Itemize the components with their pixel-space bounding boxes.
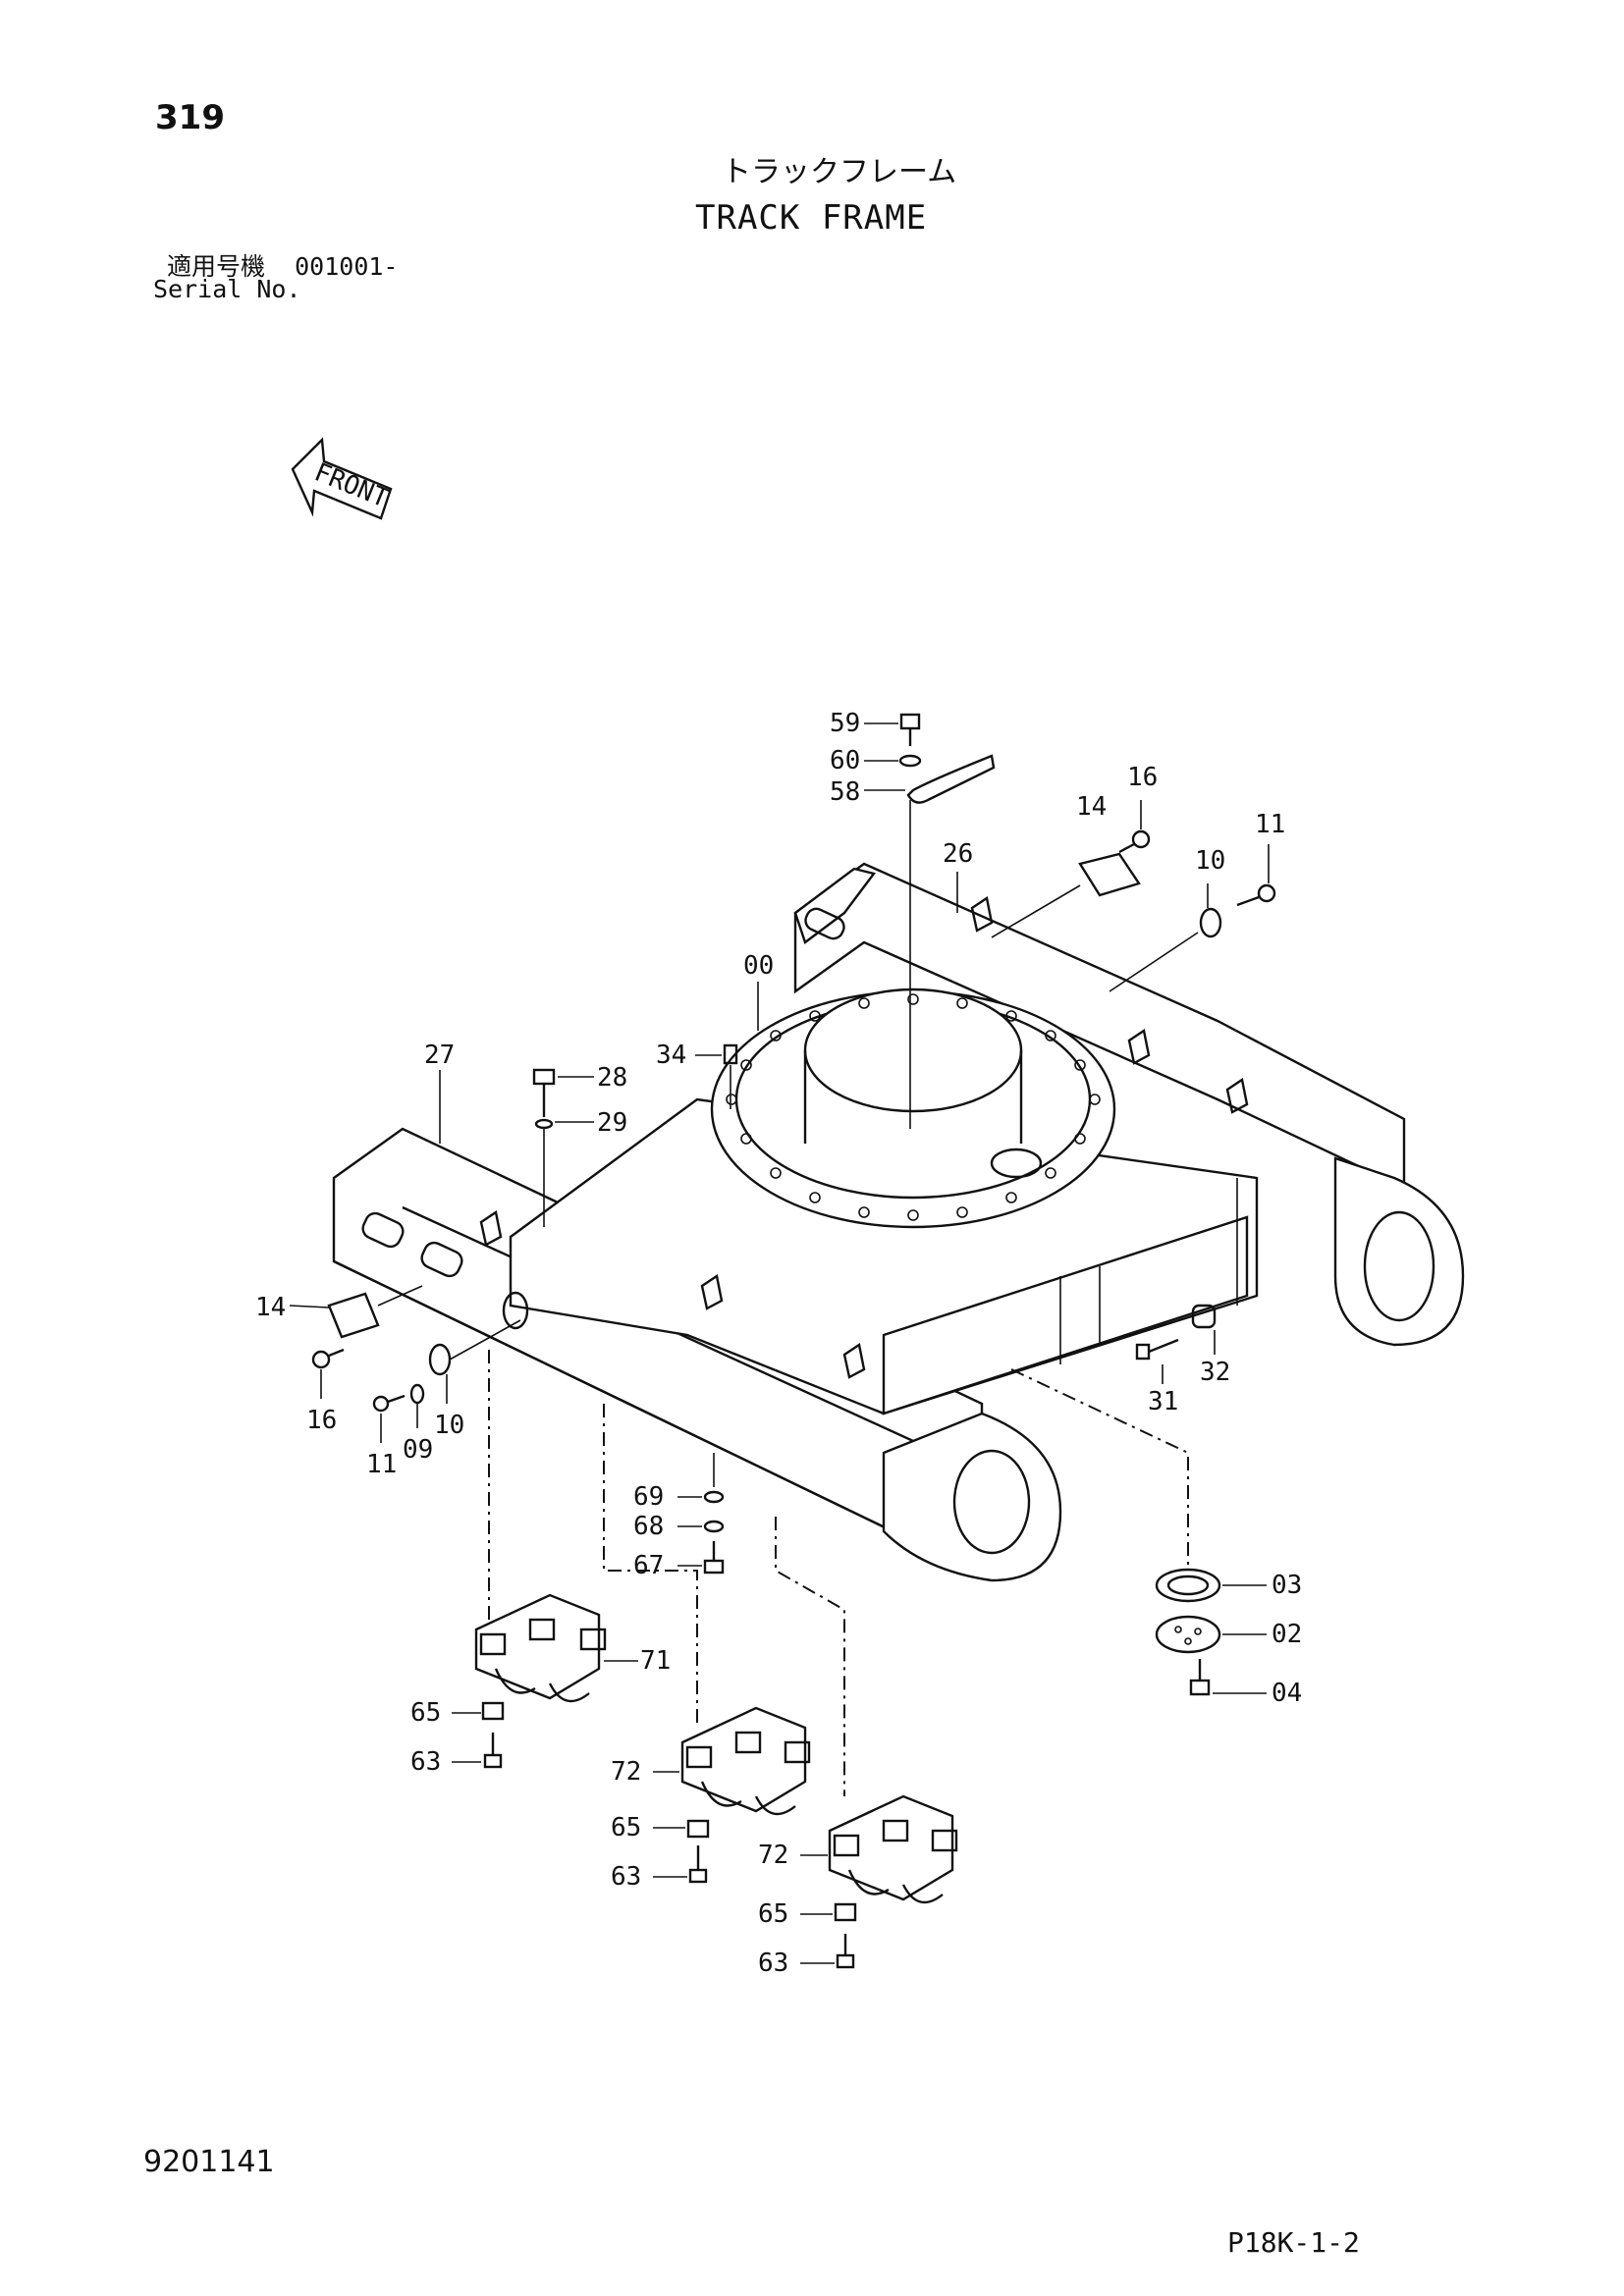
part-63-bolt-icon-a	[483, 1733, 503, 1769]
callout-63-b: 63	[611, 1862, 641, 1892]
callout-34: 34	[656, 1041, 686, 1070]
callout-00: 00	[743, 951, 774, 981]
callout-04: 04	[1272, 1679, 1302, 1708]
callout-labels: 59 60 58 16 14 11 10 26 00 34 27 28 29 1…	[255, 709, 1302, 1978]
callout-14-top: 14	[1076, 792, 1107, 822]
part-32-bushing-icon	[1191, 1304, 1217, 1329]
page-code: P18K-1-2	[1227, 2226, 1360, 2259]
part-63-bolt-icon-b	[688, 1845, 708, 1884]
callout-28: 28	[597, 1063, 627, 1093]
callout-02: 02	[1272, 1620, 1302, 1649]
callout-26: 26	[943, 839, 973, 869]
callout-11-top: 11	[1255, 810, 1285, 839]
callout-31: 31	[1148, 1387, 1178, 1416]
part-14-left-cover-plate-icon	[327, 1292, 380, 1339]
callout-65-c: 65	[758, 1899, 788, 1929]
part-69-washer-icon	[703, 1490, 725, 1504]
callout-16-top: 16	[1127, 763, 1158, 792]
part-04-bolt-icon	[1189, 1659, 1211, 1696]
part-09-washer-icon	[409, 1383, 425, 1405]
callout-59: 59	[830, 709, 860, 738]
part-65-spacer-icon-b	[686, 1819, 710, 1839]
callout-32: 32	[1200, 1358, 1230, 1387]
part-72-track-guard-icon-a	[680, 1706, 811, 1816]
part-67-bolt-icon	[703, 1541, 725, 1575]
callout-72-b: 72	[758, 1841, 788, 1870]
part-11-bolt-icon	[1236, 883, 1276, 907]
part-68-washer-icon	[703, 1520, 725, 1533]
serial-range: 適用号機 001001-	[167, 247, 398, 283]
part-16-bolt-icon	[1118, 829, 1151, 854]
serial-value: 001001-	[295, 252, 399, 281]
part-71-track-guard-icon	[474, 1593, 607, 1703]
callout-69: 69	[633, 1482, 664, 1512]
part-10-shim-icon	[1199, 907, 1222, 938]
callout-14-left: 14	[255, 1293, 286, 1322]
document-code: 9201141	[143, 2145, 275, 2179]
page-number: 319	[155, 98, 225, 137]
callout-65-b: 65	[611, 1813, 641, 1842]
callout-71: 71	[640, 1646, 671, 1676]
part-10-left-shim-icon	[428, 1343, 452, 1376]
part-65-spacer-icon-c	[834, 1902, 857, 1922]
serial-label-japanese: 適用号機	[167, 252, 266, 281]
track-frame-body	[332, 862, 1465, 1582]
part-60-washer-icon	[898, 754, 922, 768]
part-11-left-bolt-icon	[372, 1394, 406, 1413]
part-65-spacer-icon-a	[481, 1701, 505, 1721]
part-34-fitting-icon	[723, 1043, 738, 1065]
part-02-cover-icon	[1155, 1615, 1221, 1654]
callout-10-top: 10	[1195, 846, 1225, 876]
callout-65-a: 65	[410, 1698, 441, 1728]
part-58-cover-plate-icon	[906, 754, 996, 804]
part-29-washer-icon	[534, 1118, 554, 1130]
part-14-cover-plate-icon	[1078, 852, 1141, 897]
page-title-japanese: トラックフレーム	[722, 155, 957, 189]
part-72-track-guard-icon-b	[828, 1794, 958, 1904]
callout-29: 29	[597, 1108, 627, 1138]
front-direction-arrow-icon: FRONT	[291, 437, 393, 520]
part-59-bolt-icon	[899, 713, 921, 746]
callout-11-left: 11	[366, 1450, 397, 1479]
callout-03: 03	[1272, 1571, 1302, 1600]
bearing-bolt-holes	[726, 993, 1101, 1221]
callout-16-left: 16	[306, 1406, 337, 1435]
callout-63-a: 63	[410, 1747, 441, 1777]
callout-60: 60	[830, 746, 860, 775]
callout-09: 09	[403, 1435, 433, 1465]
serial-label: Serial No.	[153, 275, 301, 303]
part-31-bolt-icon	[1135, 1338, 1179, 1361]
callout-27: 27	[424, 1041, 455, 1070]
callout-63-c: 63	[758, 1949, 788, 1978]
callout-67: 67	[633, 1551, 664, 1580]
part-03-seal-ring-icon	[1155, 1568, 1221, 1603]
part-63-bolt-icon-c	[836, 1934, 855, 1969]
page-title: TRACK FRAME	[695, 198, 928, 238]
part-28-bolt-icon	[532, 1068, 556, 1117]
callout-58: 58	[830, 777, 860, 807]
callout-68: 68	[633, 1512, 664, 1541]
part-16-left-bolt-icon	[311, 1348, 345, 1369]
callout-10-left: 10	[434, 1411, 464, 1440]
callout-72-a: 72	[611, 1757, 641, 1787]
